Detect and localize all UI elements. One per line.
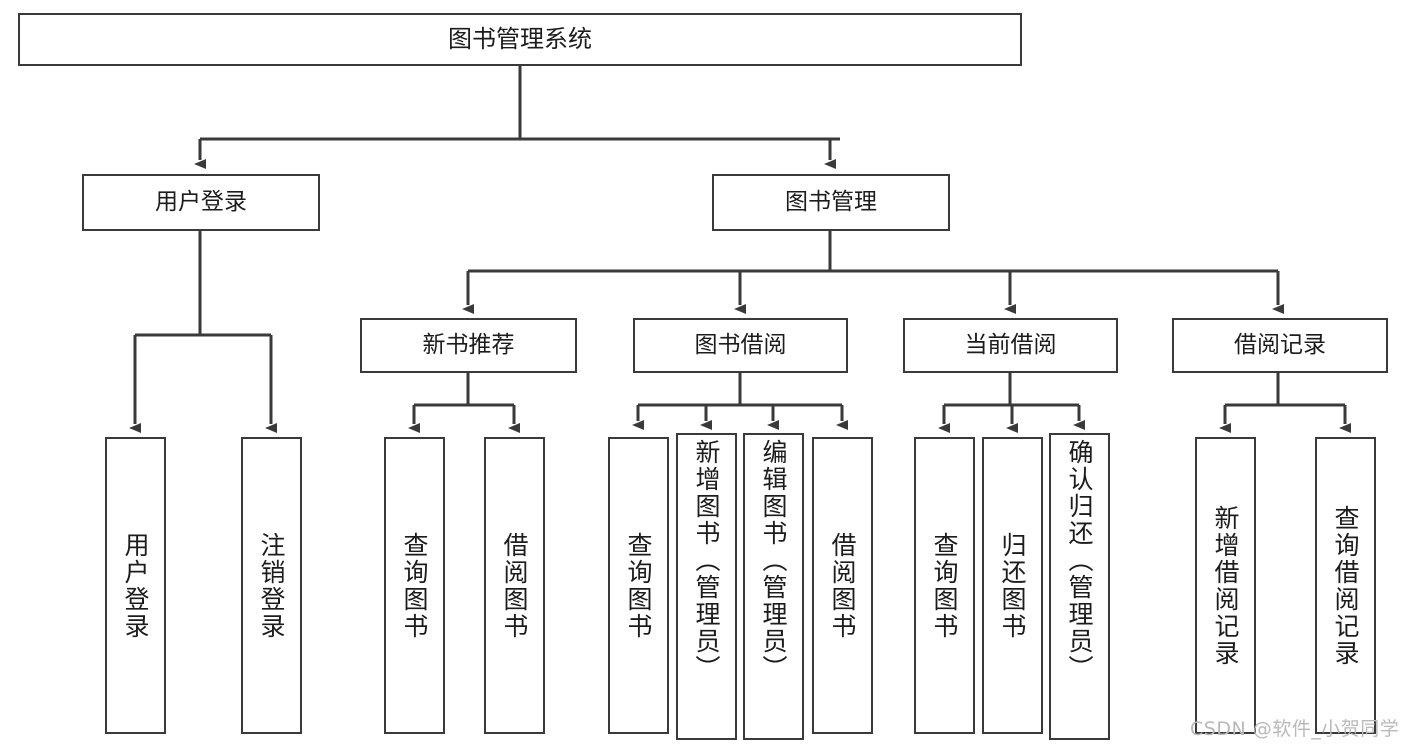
node-label: 查询图书	[930, 531, 959, 640]
leaf-new-book-query[interactable]: 查询图书	[384, 437, 445, 734]
leaf-book-borrow-query[interactable]: 查询图书	[608, 437, 669, 734]
node-label: 用户登录	[121, 531, 150, 640]
leaf-user-login-signout[interactable]: 注销登录	[241, 437, 302, 734]
node-label: 归还图书	[998, 531, 1027, 640]
node-book-borrow[interactable]: 图书借阅	[633, 318, 848, 373]
node-user-login[interactable]: 用户登录	[82, 174, 320, 231]
leaf-book-borrow-edit[interactable]: 编辑图书（管理员）	[743, 433, 804, 740]
node-label: 借阅图书	[500, 531, 529, 640]
leaf-new-book-borrow[interactable]: 借阅图书	[484, 437, 545, 734]
node-label: 查询借阅记录	[1331, 504, 1360, 667]
node-label: 借阅记录	[1234, 331, 1326, 358]
node-borrow-record[interactable]: 借阅记录	[1172, 318, 1388, 373]
node-label: 借阅图书	[828, 531, 857, 640]
node-label: 图书管理	[785, 188, 877, 215]
leaf-book-borrow-lend[interactable]: 借阅图书	[812, 437, 873, 734]
node-label: 新增借阅记录	[1211, 504, 1240, 667]
node-label: 新增图书（管理员）	[692, 439, 721, 682]
node-label: 注销登录	[257, 531, 286, 640]
leaf-user-login-signin[interactable]: 用户登录	[105, 437, 166, 734]
node-new-book-recommend[interactable]: 新书推荐	[360, 318, 577, 373]
node-current-borrow[interactable]: 当前借阅	[903, 318, 1118, 373]
node-label: 用户登录	[155, 188, 247, 215]
node-root-system[interactable]: 图书管理系统	[18, 13, 1022, 66]
node-label: 新书推荐	[422, 331, 515, 358]
node-label: 图书管理系统	[448, 25, 592, 54]
node-label: 查询图书	[400, 531, 429, 640]
leaf-current-borrow-confirm[interactable]: 确认归还（管理员）	[1049, 433, 1110, 740]
node-label: 确认归还（管理员）	[1065, 439, 1094, 682]
csdn-watermark: CSDN @软件_小贺同学	[1190, 718, 1400, 740]
node-label: 图书借阅	[694, 331, 787, 358]
leaf-current-borrow-query[interactable]: 查询图书	[914, 437, 975, 734]
leaf-borrow-record-add[interactable]: 新增借阅记录	[1195, 437, 1256, 734]
node-book-management[interactable]: 图书管理	[712, 174, 950, 231]
leaf-current-borrow-return[interactable]: 归还图书	[982, 437, 1043, 734]
leaf-borrow-record-query[interactable]: 查询借阅记录	[1315, 437, 1376, 734]
leaf-book-borrow-add[interactable]: 新增图书（管理员）	[676, 433, 737, 740]
node-label: 查询图书	[624, 531, 653, 640]
node-label: 编辑图书（管理员）	[759, 439, 788, 682]
node-label: 当前借阅	[964, 331, 1057, 358]
